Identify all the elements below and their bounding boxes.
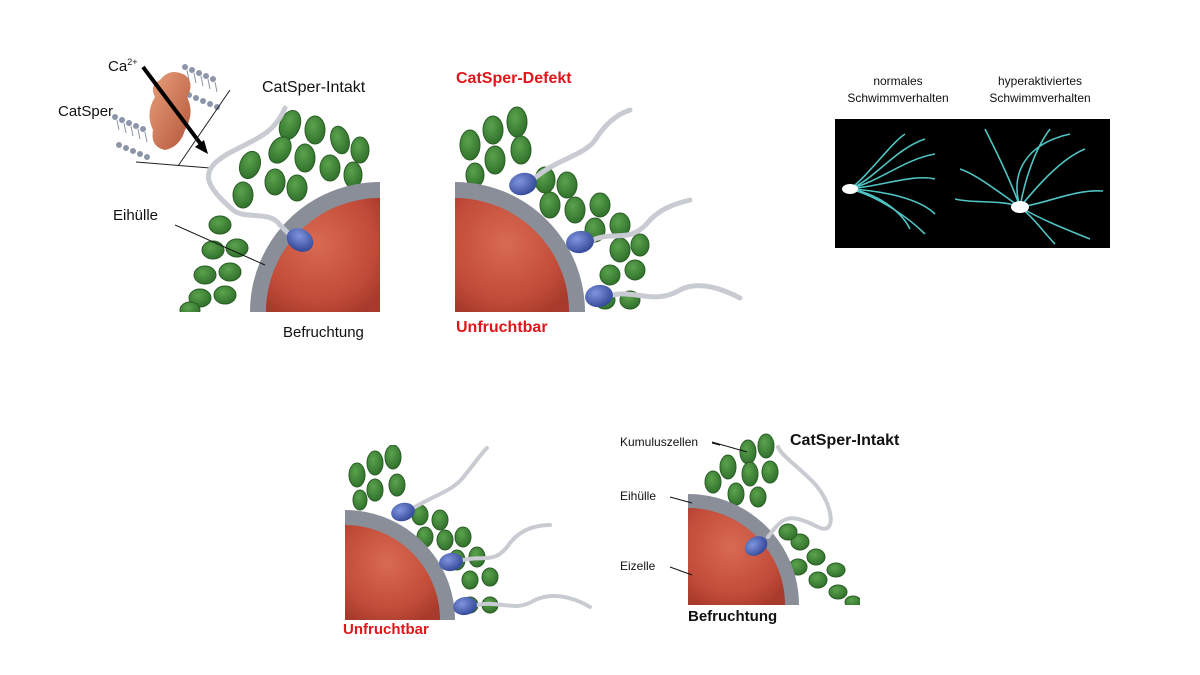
sperm-tail	[205, 105, 288, 213]
sperm-head	[439, 552, 463, 572]
sperm-head	[744, 536, 768, 556]
bottom-fertilization-outcome: Befruchtung	[688, 608, 778, 625]
sperm-head	[509, 172, 537, 196]
zona-label: Eihülle	[113, 207, 159, 224]
sperm-head	[566, 230, 594, 254]
cumulus-cells	[179, 109, 370, 312]
bottom-infertile-outcome: Unfruchtbar	[343, 621, 429, 638]
egg-cell	[266, 198, 380, 312]
sperm-head	[453, 596, 477, 616]
catsper-channel-inset	[105, 55, 235, 170]
bottom-intact-title: CatSper-Intakt	[790, 432, 900, 449]
hyper-swim-label: hyperaktiviertes Schwimmverhalten	[989, 74, 1091, 105]
swimming-trajectory-image	[835, 119, 1110, 248]
catsper-protein-label: CatSper	[58, 103, 114, 120]
normal-sperm-head	[842, 184, 858, 194]
cumulus-cells-label: Kumuluszellen	[620, 435, 699, 449]
bottom-defect-egg-panel	[345, 445, 595, 620]
defect-title: CatSper-Defekt	[456, 70, 572, 87]
membrane-channel-graphic	[112, 64, 220, 160]
bottom-intact-illustration	[688, 433, 860, 605]
fertilization-outcome: Befruchtung	[283, 324, 364, 341]
intact-egg-illustration	[175, 105, 380, 312]
zoom-lines	[135, 90, 231, 169]
cumulus-cells	[704, 433, 860, 605]
ca-ion-label: Ca2+	[108, 57, 138, 75]
bottom-leader-lines	[669, 442, 720, 576]
hyper-sperm-head	[1011, 201, 1029, 213]
normal-swim-label: normales Schwimmverhalten	[847, 74, 949, 105]
egg-cell-label: Eizelle	[620, 559, 656, 573]
cumulus-leader-line	[712, 441, 748, 453]
defect-egg-illustration	[455, 106, 743, 312]
sperm-head	[286, 228, 314, 252]
bottom-defect-illustration	[345, 445, 592, 620]
top-intact-egg-panel	[175, 100, 380, 312]
swimming-trajectories	[842, 128, 1104, 245]
egg-cell	[455, 198, 569, 312]
intact-title: CatSper-Intakt	[262, 79, 366, 96]
ca-arrow-icon	[195, 140, 208, 154]
infertile-outcome: Unfruchtbar	[456, 319, 548, 336]
top-defect-egg-panel	[455, 100, 745, 312]
sperm-head	[391, 502, 415, 522]
sperm-head	[585, 284, 613, 308]
normal-trajectories	[849, 133, 936, 235]
hyper-trajectories	[954, 128, 1104, 245]
bottom-intact-egg-panel	[688, 432, 860, 605]
bottom-zona-label: Eihülle	[620, 489, 657, 503]
